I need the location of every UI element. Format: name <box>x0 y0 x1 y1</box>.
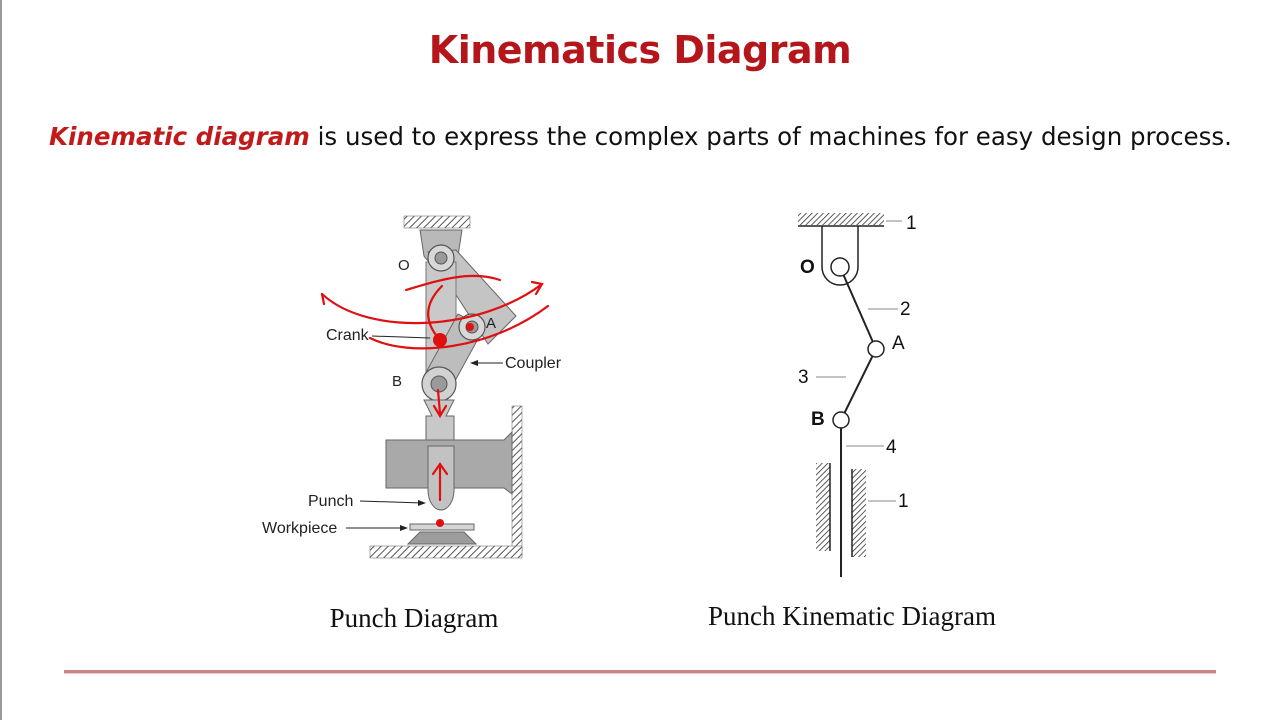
intro-rest: is used to express the complex parts of … <box>309 122 1232 151</box>
kin-label-1-bottom: 1 <box>898 491 909 512</box>
kin-guide-right <box>852 469 866 557</box>
kinematic-diagram: 1 O 2 A 3 B 4 1 <box>798 213 917 577</box>
red-dot-a <box>466 323 474 331</box>
label-workpiece: Workpiece <box>262 520 337 537</box>
red-head-left <box>320 292 326 306</box>
red-annotations <box>320 274 550 502</box>
red-arc-upper <box>320 282 544 325</box>
red-arc-lower <box>368 304 550 350</box>
intro-term: Kinematic diagram <box>49 122 310 151</box>
ground-top-hatch <box>403 215 471 229</box>
joint-o-inner <box>434 251 448 265</box>
kin-joint-a <box>867 340 885 358</box>
red-down-arrow <box>436 388 442 416</box>
red-swing-left <box>427 284 444 342</box>
kin-joint-b <box>832 411 850 429</box>
kin-guide-left <box>816 463 830 551</box>
kin-label-1-top: 1 <box>906 213 917 234</box>
ground-bottom-hatch <box>369 545 523 559</box>
arrow-coupler <box>470 360 478 366</box>
slide-title: Kinematics Diagram <box>428 28 852 72</box>
leader-punch <box>359 500 423 504</box>
red-dot-work <box>436 519 444 527</box>
kin-joint-o <box>830 257 850 277</box>
caption-punch-diagram: Punch Diagram <box>329 603 499 633</box>
kin-pivot-bracket <box>821 226 859 286</box>
label-coupler: Coupler <box>505 355 562 372</box>
red-head-right <box>530 280 544 296</box>
kin-ground-top <box>798 213 884 225</box>
arrow-punch <box>418 500 426 506</box>
red-dot-crank <box>433 333 447 347</box>
leader-crank <box>371 335 431 339</box>
kin-link-3 <box>840 348 877 421</box>
red-head-up <box>431 462 449 476</box>
label-o: O <box>398 257 410 274</box>
label-a: A <box>486 315 496 332</box>
intro-sentence: Kinematic diagram is used to express the… <box>49 122 1269 151</box>
kin-label-o: O <box>800 257 815 278</box>
kin-link-2 <box>839 266 877 350</box>
kin-label-4: 4 <box>886 437 897 458</box>
label-punch: Punch <box>308 493 353 510</box>
slide-left-border <box>0 0 2 720</box>
kin-label-2: 2 <box>900 299 911 320</box>
label-crank: Crank <box>326 327 370 344</box>
frame-wall-hatch <box>511 405 523 557</box>
die-base <box>406 531 478 545</box>
caption-kinematic-diagram: Punch Kinematic Diagram <box>708 601 996 631</box>
footer-rule <box>64 670 1216 674</box>
kin-label-a: A <box>892 333 905 354</box>
kin-label-b: B <box>811 409 825 430</box>
kin-label-3: 3 <box>798 367 809 388</box>
punch-diagram: O A Crank Coupler B Punch Workpiece <box>262 215 562 559</box>
arrow-workpiece <box>400 525 408 531</box>
red-arc-top <box>404 274 502 292</box>
red-head-down <box>432 404 448 419</box>
label-b: B <box>392 373 402 390</box>
